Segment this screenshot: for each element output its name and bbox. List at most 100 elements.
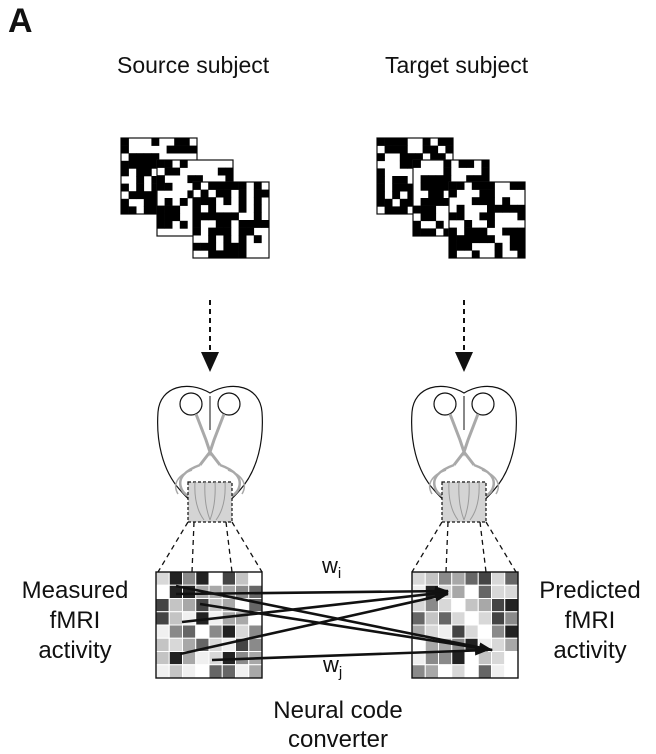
voxel bbox=[235, 571, 250, 586]
voxel bbox=[477, 584, 492, 599]
voxel bbox=[182, 598, 197, 613]
voxel bbox=[221, 664, 236, 679]
voxel bbox=[424, 664, 439, 679]
voxel bbox=[477, 664, 492, 679]
voxel bbox=[491, 571, 506, 586]
source-brain-diagram bbox=[157, 385, 263, 573]
voxel bbox=[438, 664, 453, 679]
voxel bbox=[155, 664, 170, 679]
target-stimulus-stack bbox=[376, 137, 526, 259]
voxel bbox=[155, 571, 170, 586]
voxel bbox=[168, 637, 183, 652]
voxel bbox=[491, 651, 506, 666]
voxel bbox=[464, 611, 479, 626]
voxel bbox=[464, 571, 479, 586]
voxel bbox=[155, 598, 170, 613]
caption-line: Neural code bbox=[273, 697, 403, 724]
caption-line: activity bbox=[38, 637, 112, 664]
weight-base: w bbox=[322, 553, 338, 578]
voxel bbox=[168, 664, 183, 679]
voxel bbox=[208, 624, 223, 639]
voxel bbox=[464, 598, 479, 613]
voxel bbox=[491, 611, 506, 626]
voxel bbox=[491, 598, 506, 613]
voxel bbox=[491, 624, 506, 639]
voxel bbox=[411, 571, 426, 586]
voxel bbox=[504, 598, 519, 613]
voxel bbox=[451, 598, 466, 613]
caption-line: fMRI bbox=[49, 607, 101, 634]
caption-line: Predicted bbox=[539, 577, 641, 604]
voxel bbox=[168, 624, 183, 639]
voxel bbox=[504, 624, 519, 639]
voxel bbox=[504, 637, 519, 652]
voxel bbox=[208, 651, 223, 666]
voxel bbox=[464, 664, 479, 679]
voxel bbox=[477, 598, 492, 613]
voxel bbox=[168, 598, 183, 613]
weight-subscript: i bbox=[337, 565, 342, 582]
voxel bbox=[504, 571, 519, 586]
voxel bbox=[195, 664, 210, 679]
voxel bbox=[438, 571, 453, 586]
voxel bbox=[168, 611, 183, 626]
voxel bbox=[248, 571, 263, 586]
weight-label-i: wi bbox=[322, 553, 341, 582]
source-down-arrow bbox=[201, 300, 219, 372]
voxel bbox=[221, 624, 236, 639]
voxel bbox=[248, 664, 263, 679]
voxel bbox=[451, 611, 466, 626]
voxel bbox=[451, 571, 466, 586]
voxel bbox=[208, 664, 223, 679]
voxel bbox=[411, 611, 426, 626]
measured-fmri-voxel-grid bbox=[155, 571, 263, 679]
measured-fmri-caption: Measured fMRI activity bbox=[5, 576, 145, 666]
voxel bbox=[195, 651, 210, 666]
voxel bbox=[451, 651, 466, 666]
voxel bbox=[504, 584, 519, 599]
caption-line: converter bbox=[287, 726, 389, 753]
voxel bbox=[438, 611, 453, 626]
voxel bbox=[248, 637, 263, 652]
neural-code-converter-caption: Neural code converter bbox=[238, 696, 438, 754]
predicted-fmri-voxel-grid bbox=[411, 571, 519, 679]
target-subject-title: Target subject bbox=[385, 52, 529, 78]
converter-arrows bbox=[175, 584, 493, 662]
voxel bbox=[411, 664, 426, 679]
voxel bbox=[155, 624, 170, 639]
voxel bbox=[235, 584, 250, 599]
voxel bbox=[182, 664, 197, 679]
voxel bbox=[182, 624, 197, 639]
voxel bbox=[424, 571, 439, 586]
panel-letter: A bbox=[8, 2, 33, 40]
voxel bbox=[424, 598, 439, 613]
voxel bbox=[155, 651, 170, 666]
voxel bbox=[168, 571, 183, 586]
voxel bbox=[491, 664, 506, 679]
voxel bbox=[504, 664, 519, 679]
voxel bbox=[491, 584, 506, 599]
target-down-arrow bbox=[455, 300, 473, 372]
target-brain-diagram bbox=[411, 385, 517, 573]
voxel bbox=[438, 598, 453, 613]
voxel bbox=[464, 624, 479, 639]
voxel bbox=[195, 624, 210, 639]
voxel bbox=[424, 611, 439, 626]
voxel bbox=[451, 664, 466, 679]
voxel bbox=[504, 611, 519, 626]
voxel bbox=[195, 571, 210, 586]
voxel bbox=[182, 637, 197, 652]
voxel bbox=[155, 637, 170, 652]
weight-label-j: wj bbox=[323, 652, 342, 681]
voxel bbox=[438, 651, 453, 666]
voxel bbox=[438, 624, 453, 639]
caption-line: Measured bbox=[21, 577, 129, 604]
voxel bbox=[451, 624, 466, 639]
weight-subscript: j bbox=[338, 664, 343, 681]
voxel bbox=[477, 651, 492, 666]
voxel bbox=[451, 584, 466, 599]
source-stimulus-stack bbox=[120, 137, 270, 259]
voxel bbox=[208, 571, 223, 586]
voxel bbox=[504, 651, 519, 666]
